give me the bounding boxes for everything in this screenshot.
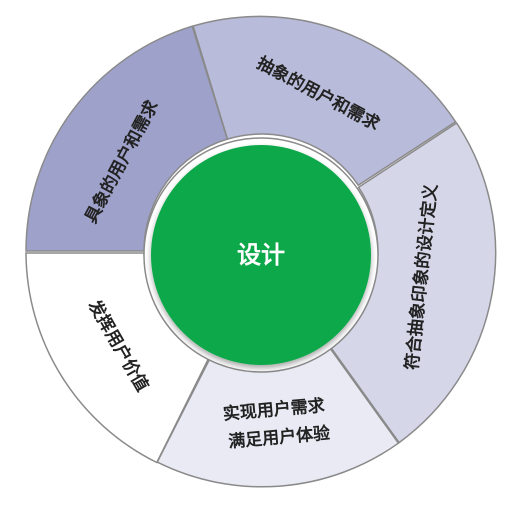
center-circle bbox=[151, 145, 371, 365]
segment-abstract-needs bbox=[192, 15, 457, 187]
segment-concrete-needs bbox=[25, 25, 229, 252]
center-label: 设计 bbox=[237, 241, 285, 269]
